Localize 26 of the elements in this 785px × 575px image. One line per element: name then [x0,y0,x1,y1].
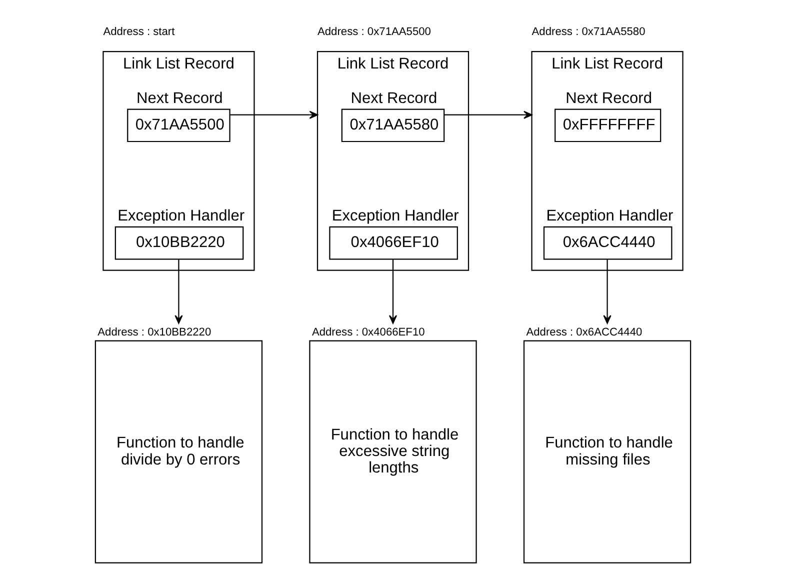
node-label: Exception Handler [546,208,673,225]
node-label: Address : 0x71AA5580 [531,26,645,38]
node-label: Exception Handler [117,208,244,225]
node-label: Next Record [136,90,222,107]
node-label: Address : 0x4066EF10 [311,326,424,338]
node-box: 0x4066EF10 [328,226,458,260]
node-label: Address : 0x71AA5500 [317,26,430,38]
arrow [444,110,532,119]
node-box: Function to handle excessive string lengths [308,340,476,564]
node-box: Function to handle missing files [522,340,691,564]
node-label: Address : 0x10BB2220 [97,326,211,338]
node-box: 0x6ACC4440 [542,226,672,260]
node-box: 0xFFFFFFFF [554,108,661,142]
node-label: Next Record [350,90,437,107]
arrow [230,110,318,119]
node-label: Exception Handler [331,208,458,225]
node-box: 0x71AA5500 [126,108,230,142]
node-label: Address : start [102,26,174,38]
arrow [174,260,182,324]
arrow [602,260,611,324]
node-label: Next Record [565,90,652,107]
arrow [388,260,397,324]
node-box: 0x71AA5580 [340,108,444,142]
node-box: 0x10BB2220 [114,226,244,260]
node-box: Function to handle divide by 0 errors [94,340,262,564]
node-label: Address : 0x6ACC4440 [526,326,642,338]
